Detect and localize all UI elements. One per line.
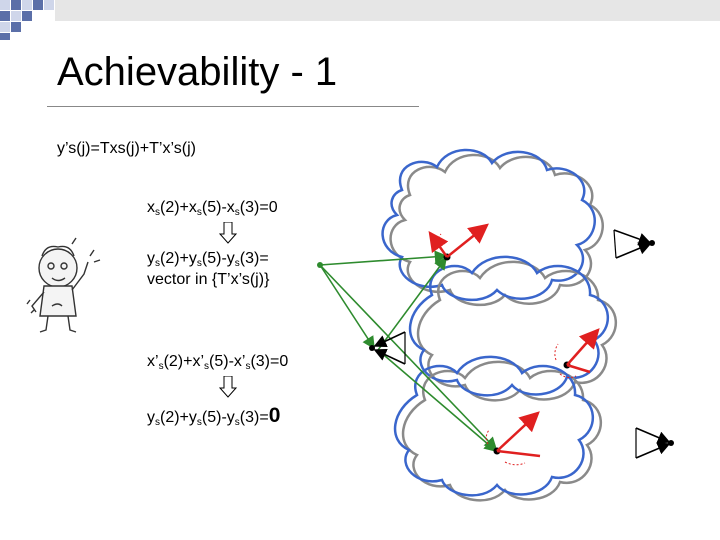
red-vectors: [428, 223, 600, 466]
thinking-person-icon: [26, 237, 101, 333]
arrow-down-icon: [219, 222, 237, 244]
title-rule: [47, 106, 419, 107]
cloud-icon: [393, 355, 603, 502]
green-arrows: [317, 250, 498, 453]
equation-ys-sum: ys(2)+ys(5)-ys(3)=: [147, 250, 269, 269]
main-equation: y’s(j)=Txs(j)+T’x’s(j): [57, 140, 196, 157]
equation-ys-zero: ys(2)+ys(5)-ys(3)=0: [147, 404, 281, 428]
corner-decoration: [0, 0, 720, 40]
cloud-icon: [381, 148, 604, 307]
black-arrows: [369, 229, 674, 459]
cloud-icon: [408, 255, 618, 402]
slide-title: Achievability - 1: [57, 50, 338, 94]
arrow-down-icon: [219, 376, 237, 398]
equation-xs-sum: xs(2)+xs(5)-xs(3)=0: [147, 199, 278, 218]
equation-vector-span: vector in {T’x’s(j)}: [147, 271, 270, 288]
equation-xprime-sum: x’s(2)+x’s(5)-x’s(3)=0: [147, 353, 289, 372]
